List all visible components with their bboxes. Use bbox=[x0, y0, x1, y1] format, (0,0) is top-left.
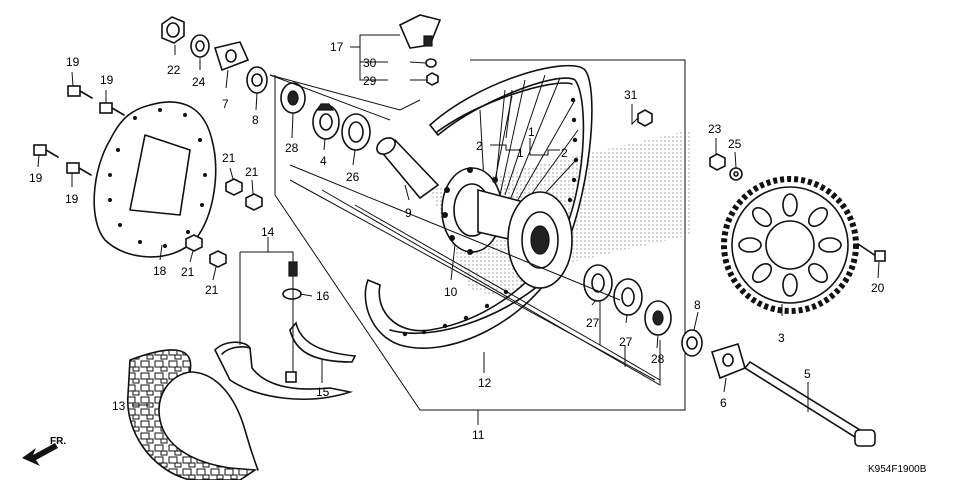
callout-6: 6 bbox=[720, 396, 727, 410]
callout-27-a: 27 bbox=[586, 316, 600, 330]
axle-5 bbox=[743, 360, 876, 447]
callout-20: 20 bbox=[871, 281, 885, 295]
callout-1-a: 1 bbox=[528, 125, 535, 139]
callout-3: 3 bbox=[778, 331, 785, 345]
nut-22 bbox=[161, 16, 185, 44]
callout-12: 12 bbox=[478, 376, 492, 390]
callout-28-right: 28 bbox=[651, 352, 665, 366]
callout-9: 9 bbox=[405, 206, 412, 220]
nut-29 bbox=[426, 72, 439, 86]
callout-23: 23 bbox=[708, 122, 722, 136]
nut-21-d bbox=[209, 250, 227, 268]
callout-29: 29 bbox=[363, 74, 377, 88]
tube bbox=[214, 341, 354, 400]
callout-21-a: 21 bbox=[222, 151, 236, 165]
washer-25 bbox=[729, 167, 743, 181]
callout-24: 24 bbox=[192, 75, 206, 89]
callout-16: 16 bbox=[316, 289, 330, 303]
callout-1-b: 1 bbox=[517, 146, 524, 160]
front-direction-label: FR. bbox=[50, 436, 66, 447]
callout-2-a: 2 bbox=[476, 139, 483, 153]
sprocket bbox=[721, 176, 859, 314]
rim-band bbox=[289, 321, 357, 363]
callout-8-left: 8 bbox=[252, 113, 259, 127]
bearing-right-inner bbox=[583, 264, 613, 302]
callout-7: 7 bbox=[222, 97, 229, 111]
axle-spacer bbox=[376, 137, 440, 200]
dust-seal-left bbox=[312, 103, 340, 140]
callout-26: 26 bbox=[346, 170, 360, 184]
nut-23 bbox=[709, 153, 726, 171]
callout-19-d: 19 bbox=[65, 192, 79, 206]
valve bbox=[282, 261, 302, 383]
callout-17: 17 bbox=[330, 40, 344, 54]
grouping-lines bbox=[269, 74, 661, 386]
callout-18: 18 bbox=[153, 264, 167, 278]
collar-8-left bbox=[246, 66, 268, 94]
washer-30 bbox=[425, 58, 437, 68]
collar-8-right bbox=[681, 329, 703, 357]
bearing-left-outer bbox=[280, 82, 306, 114]
callout-15: 15 bbox=[316, 385, 330, 399]
nut-31 bbox=[637, 109, 653, 127]
front-direction-arrow bbox=[22, 443, 58, 466]
tire bbox=[127, 349, 259, 480]
callout-4: 4 bbox=[320, 154, 327, 168]
hub bbox=[441, 167, 573, 289]
callout-5: 5 bbox=[804, 367, 811, 381]
bearing-left bbox=[341, 113, 371, 151]
wheel-assembly-bracket bbox=[274, 59, 686, 411]
bolt-19-a bbox=[67, 85, 93, 99]
bearing-right-mid bbox=[613, 278, 643, 316]
nut-21-b bbox=[245, 193, 263, 211]
brake-disc bbox=[93, 101, 217, 258]
adjuster-6 bbox=[711, 342, 746, 380]
leader-lines bbox=[37, 34, 880, 425]
callout-22: 22 bbox=[167, 63, 181, 77]
callout-10: 10 bbox=[444, 285, 458, 299]
bolt-19-b bbox=[99, 102, 125, 116]
callout-21-c: 21 bbox=[181, 265, 195, 279]
callout-28-left: 28 bbox=[285, 141, 299, 155]
adjuster-7 bbox=[213, 41, 250, 72]
callout-11: 11 bbox=[472, 428, 485, 442]
callout-2-b: 2 bbox=[561, 146, 568, 160]
callout-labels: 22 24 7 8 28 4 26 9 10 11 12 13 14 15 16… bbox=[29, 40, 885, 442]
bolt-19-d bbox=[66, 162, 92, 176]
diagram-code: K954F1900B bbox=[868, 464, 927, 475]
nut-21-a bbox=[225, 178, 243, 196]
chain-guide-17 bbox=[398, 14, 442, 49]
callout-13: 13 bbox=[112, 399, 126, 413]
callout-25: 25 bbox=[728, 137, 742, 151]
callout-14: 14 bbox=[261, 225, 275, 239]
callout-30: 30 bbox=[363, 56, 377, 70]
callout-31: 31 bbox=[624, 88, 638, 102]
callout-21-b: 21 bbox=[245, 165, 259, 179]
bolt-20 bbox=[857, 243, 886, 262]
washer-24 bbox=[190, 34, 210, 58]
nut-21-c bbox=[185, 234, 203, 252]
callout-27-b: 27 bbox=[619, 335, 633, 349]
callout-8-right: 8 bbox=[694, 298, 701, 312]
callout-19-a: 19 bbox=[66, 55, 80, 69]
bolt-19-c bbox=[33, 144, 59, 158]
callout-19-c: 19 bbox=[29, 171, 43, 185]
callout-21-d: 21 bbox=[205, 283, 219, 297]
bearing-right-outer bbox=[644, 300, 672, 336]
callout-19-b: 19 bbox=[100, 73, 114, 87]
